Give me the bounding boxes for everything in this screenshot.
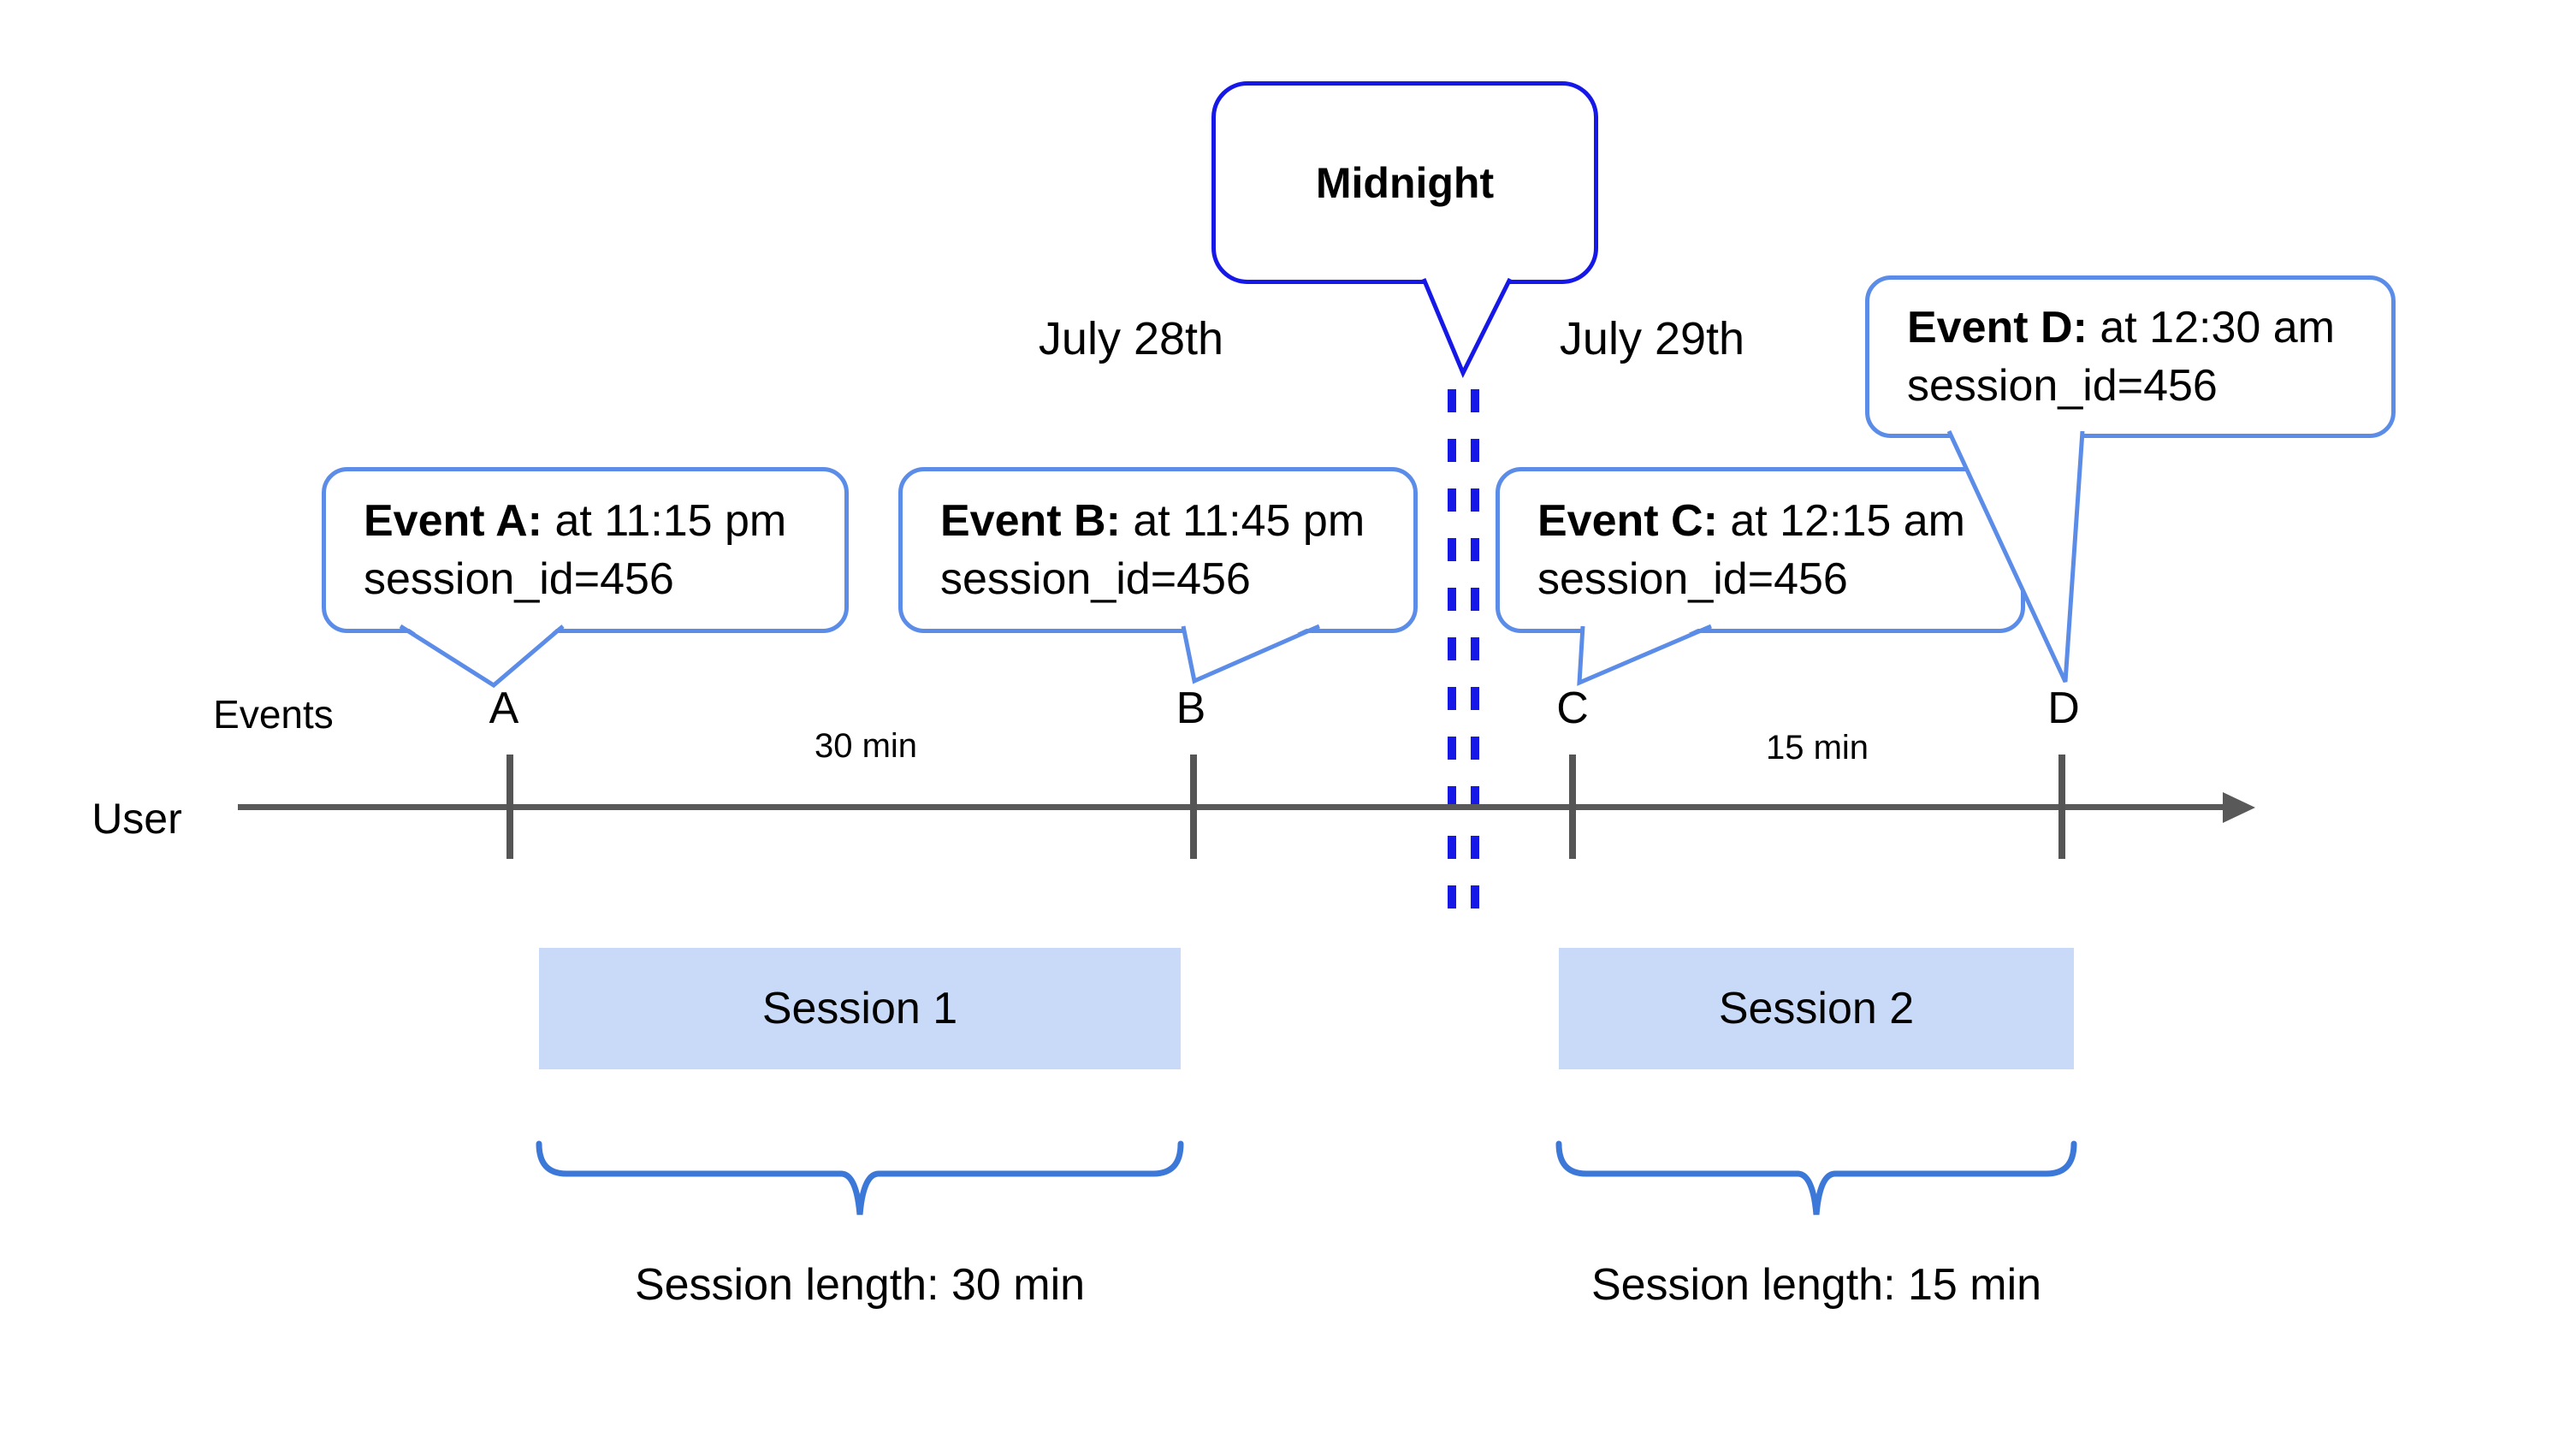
event-c-session: session_id=456 <box>1537 554 1848 604</box>
session-2-label: Session 2 <box>1718 984 1915 1033</box>
tick-label-d: D <box>2047 684 2080 733</box>
events-axis-label: Events <box>213 692 334 737</box>
event-b-title: Event B: at 11:45 pm <box>940 496 1365 546</box>
date-july-28-label: July 28th <box>1038 313 1224 364</box>
midnight-callout: Midnight <box>1211 81 1598 284</box>
interval-15min-label: 15 min <box>1765 729 1869 766</box>
timeline-arrowhead-icon <box>2223 792 2255 823</box>
event-b-callout: Event B: at 11:45 pm session_id=456 <box>898 467 1418 633</box>
interval-30min-label: 30 min <box>814 727 918 765</box>
session-1-length-label: Session length: 30 min <box>634 1260 1086 1310</box>
tick-label-c: C <box>1556 684 1589 733</box>
event-b-session: session_id=456 <box>940 554 1251 604</box>
session-2-brace <box>1555 1140 2077 1216</box>
midnight-label: Midnight <box>1315 158 1495 207</box>
session-1-label: Session 1 <box>761 984 958 1033</box>
event-c-title: Event C: at 12:15 am <box>1537 496 1965 546</box>
user-axis-label: User <box>92 795 182 843</box>
event-a-title: Event A: at 11:15 pm <box>364 496 787 546</box>
tick-label-a: A <box>489 684 519 733</box>
event-d-session: session_id=456 <box>1907 361 2218 411</box>
tick-a <box>506 755 513 859</box>
session-2-box: Session 2 <box>1559 948 2074 1069</box>
session-1-box: Session 1 <box>539 948 1181 1069</box>
event-d-callout: Event D: at 12:30 am session_id=456 <box>1865 275 2396 438</box>
event-a-session: session_id=456 <box>364 554 674 604</box>
tick-label-b: B <box>1176 684 1206 733</box>
tick-b <box>1190 755 1197 859</box>
session-2-length-label: Session length: 15 min <box>1590 1260 2042 1310</box>
date-july-29-label: July 29th <box>1559 313 1745 364</box>
event-a-callout: Event A: at 11:15 pm session_id=456 <box>322 467 849 633</box>
timeline-axis <box>238 804 2224 810</box>
event-d-title: Event D: at 12:30 am <box>1907 303 2335 352</box>
tick-d <box>2058 755 2065 859</box>
tick-c <box>1569 755 1576 859</box>
session-1-brace <box>536 1140 1184 1216</box>
event-c-callout: Event C: at 12:15 am session_id=456 <box>1496 467 2025 633</box>
